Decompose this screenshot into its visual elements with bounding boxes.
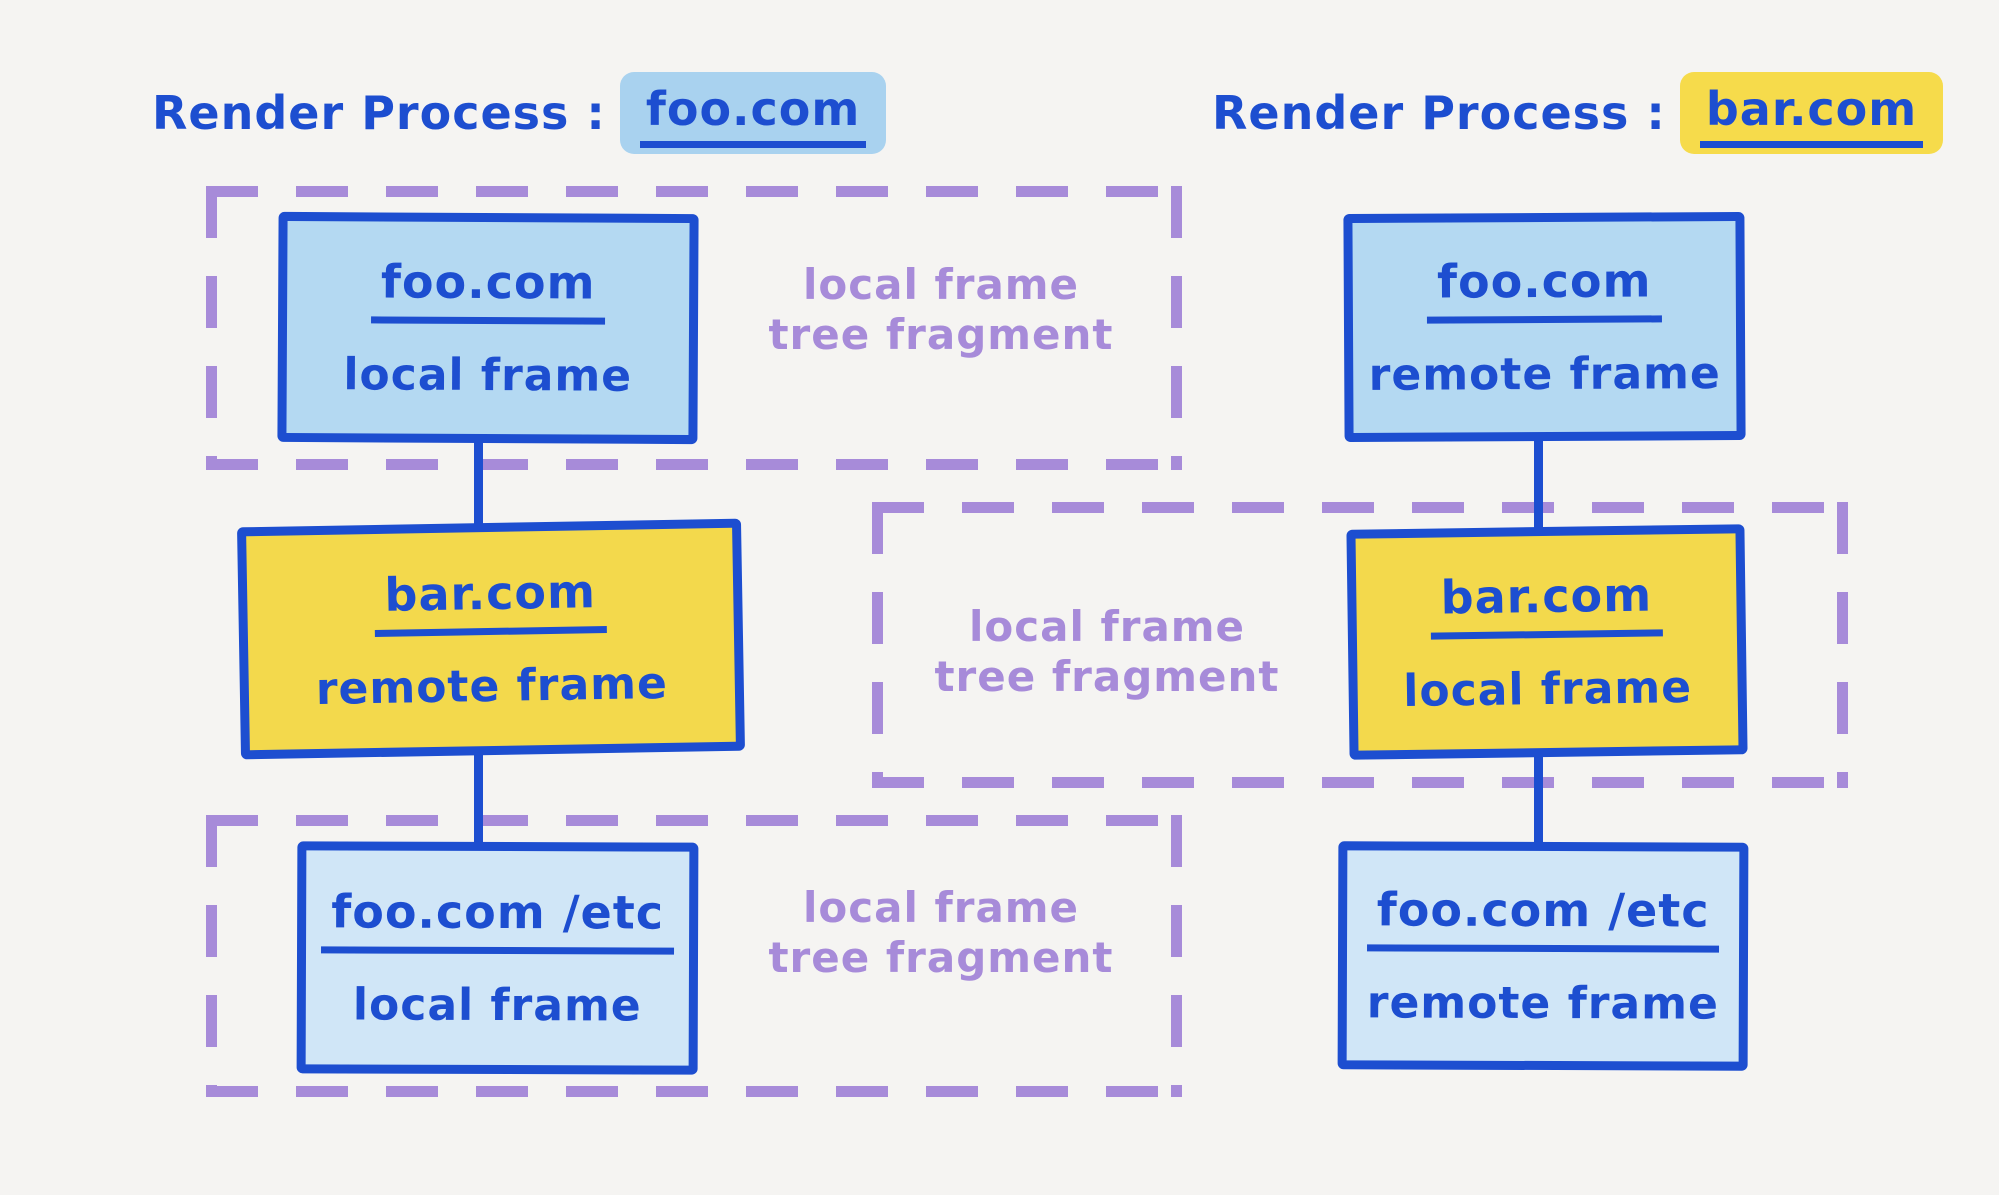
fragment-box-left-bottom: local frame tree fragment	[206, 815, 1182, 1097]
fragment-label-line1: local frame	[802, 260, 1080, 309]
node-right-foo-com-etc-remote-frame: foo.com /etc remote frame	[1337, 841, 1749, 1071]
fragment-border-right	[1837, 502, 1848, 788]
fragment-border-left	[206, 815, 217, 1097]
fragment-label-line1: local frame	[968, 602, 1246, 651]
connector-right-top	[1534, 436, 1543, 534]
fragment-label-left-bottom: local frame tree fragment	[766, 883, 1116, 982]
fragment-border-top	[872, 502, 1848, 513]
fragment-border-bottom	[872, 777, 1848, 788]
node-domain: bar.com	[374, 563, 607, 638]
connector-left-bottom	[474, 750, 483, 848]
node-domain: bar.com	[1430, 567, 1663, 640]
left-process-title-highlight: foo.com	[619, 72, 887, 154]
fragment-border-left	[872, 502, 883, 788]
node-left-bar-com-remote-frame: bar.com remote frame	[237, 518, 745, 760]
fragment-label-line2: tree fragment	[768, 309, 1114, 359]
right-process-title-prefix: Render Process :	[1212, 86, 1666, 140]
fragment-box-left-top: local frame tree fragment	[206, 186, 1182, 470]
left-process-title-prefix: Render Process :	[152, 86, 606, 140]
node-domain: foo.com	[1426, 253, 1662, 324]
node-domain: foo.com /etc	[1366, 882, 1720, 953]
node-frame-type: remote frame	[315, 657, 669, 716]
fragment-border-top	[206, 186, 1182, 197]
node-domain-text: bar.com	[374, 563, 607, 638]
node-frame-type: remote frame	[1366, 977, 1719, 1030]
node-frame-type: local frame	[1402, 661, 1693, 718]
node-right-bar-com-local-frame: bar.com local frame	[1346, 524, 1748, 760]
fragment-border-right	[1171, 186, 1182, 470]
node-frame-type: remote frame	[1368, 348, 1721, 401]
left-process-title-domain: foo.com	[639, 82, 867, 148]
fragment-label-right-middle: local frame tree fragment	[932, 602, 1282, 701]
node-domain: foo.com	[370, 254, 606, 325]
node-domain-text: foo.com /etc	[1366, 882, 1720, 953]
node-domain-text: foo.com	[1426, 253, 1662, 324]
node-frame-type: local frame	[352, 979, 642, 1032]
fragment-border-right	[1171, 815, 1182, 1097]
connector-left-top	[474, 436, 483, 528]
connector-right-bottom	[1534, 755, 1543, 847]
right-process-title-highlight: bar.com	[1679, 72, 1944, 154]
node-left-foo-com-etc-local-frame: foo.com /etc local frame	[296, 841, 699, 1075]
left-process-title: Render Process : foo.com	[152, 72, 887, 154]
node-left-foo-com-local-frame: foo.com local frame	[277, 211, 699, 445]
node-domain-text: foo.com	[370, 254, 606, 325]
fragment-border-left	[206, 186, 217, 470]
fragment-label-line2: tree fragment	[934, 651, 1280, 701]
fragment-box-right-middle: local frame tree fragment	[872, 502, 1848, 788]
node-right-foo-com-remote-frame: foo.com remote frame	[1343, 211, 1746, 443]
fragment-border-top	[206, 815, 1182, 826]
fragment-label-line1: local frame	[802, 883, 1080, 932]
node-frame-type: local frame	[343, 349, 633, 402]
node-domain: foo.com /etc	[321, 884, 675, 955]
fragment-label-left-top: local frame tree fragment	[766, 260, 1116, 359]
node-domain-text: bar.com	[1430, 567, 1663, 640]
right-process-title-domain: bar.com	[1699, 82, 1924, 148]
fragment-border-bottom	[206, 459, 1182, 470]
fragment-border-bottom	[206, 1086, 1182, 1097]
right-process-title: Render Process : bar.com	[1212, 72, 1944, 154]
fragment-label-line2: tree fragment	[768, 932, 1114, 982]
node-domain-text: foo.com /etc	[321, 884, 675, 955]
